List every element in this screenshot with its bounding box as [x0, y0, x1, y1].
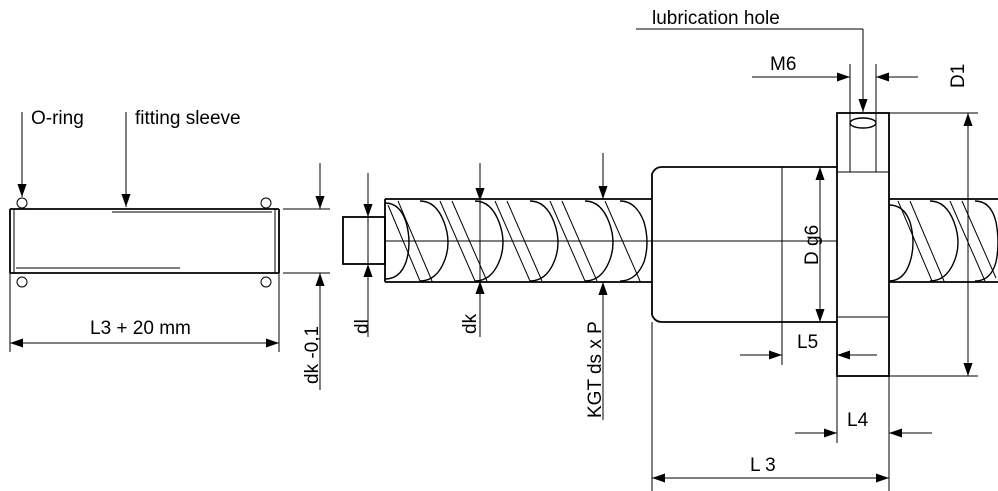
- nut-flange: [836, 112, 890, 377]
- screw-designation-dimension: KGT ds x P: [585, 153, 608, 420]
- lube-thread-dimension: M6: [752, 54, 918, 123]
- flange-diameter-dimension: D1: [889, 64, 978, 377]
- fitting-sleeve-label: fitting sleeve: [135, 108, 241, 129]
- length-l4-label: L4: [847, 410, 869, 431]
- screw-thread-section-right: [888, 198, 998, 283]
- length-l5-label: L5: [797, 332, 818, 353]
- ball-nut-body: [651, 166, 837, 323]
- fitting-sleeve-callout: fitting sleeve: [121, 108, 241, 207]
- sleeve-diameter-label: dk -0,1: [302, 326, 323, 384]
- screw-thread-section: [384, 198, 652, 283]
- length-l3-dimension: L 3: [651, 322, 889, 491]
- sleeve-length-label: L3 + 20 mm: [90, 318, 191, 339]
- lube-thread-label: M6: [770, 54, 796, 75]
- nut-diameter-label: D g6: [802, 225, 823, 265]
- length-l4-dimension: L4: [795, 376, 932, 491]
- length-l5-dimension: L5: [740, 322, 877, 365]
- o-ring-label: O-ring: [31, 108, 84, 129]
- o-ring-symbols: [16, 197, 272, 288]
- sleeve-diameter-dimension: dk -0,1: [283, 163, 330, 390]
- core-diameter-dimension: dk: [460, 163, 485, 337]
- sleeve-length-dimension: L3 + 20 mm: [9, 273, 280, 352]
- flange-diameter-label: D1: [948, 64, 969, 88]
- core-diameter-label: dk: [460, 313, 481, 334]
- nut-diameter-dimension: D g6: [802, 167, 825, 322]
- screw-journal: [342, 216, 386, 265]
- screw-designation-label: KGT ds x P: [585, 321, 606, 418]
- length-l3-label: L 3: [750, 455, 776, 476]
- lubrication-hole-callout: lubrication hole: [636, 8, 868, 112]
- fitting-sleeve-body: [9, 208, 280, 274]
- o-ring-callout: O-ring: [17, 108, 84, 197]
- journal-diameter-dimension: dl: [352, 173, 373, 337]
- lubrication-hole-label: lubrication hole: [652, 8, 780, 29]
- journal-diameter-label: dl: [352, 319, 373, 334]
